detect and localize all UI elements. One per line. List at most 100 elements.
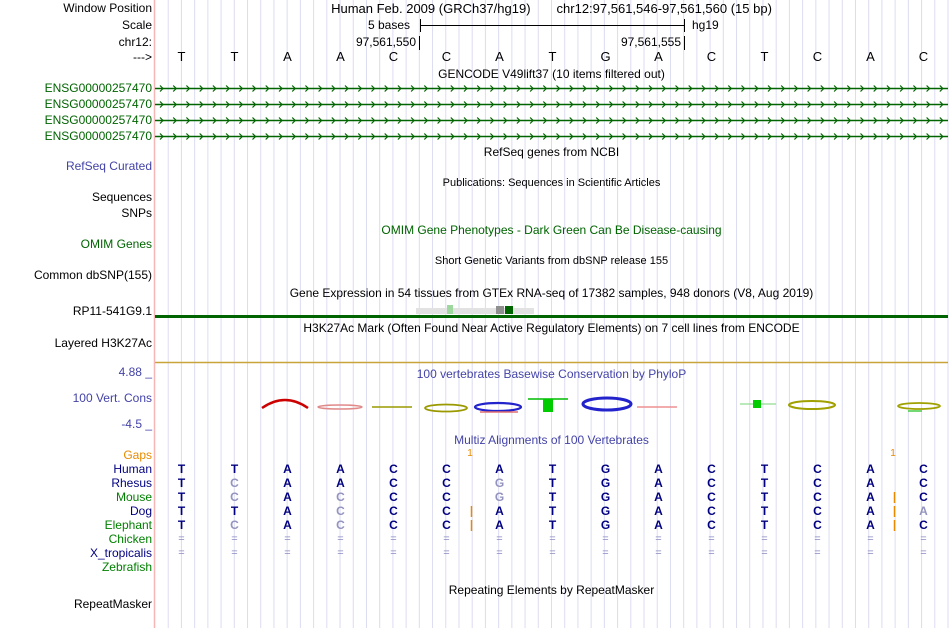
gene-label[interactable]: ENSG00000257470 bbox=[44, 81, 152, 95]
alignment-base: C bbox=[707, 462, 716, 476]
alignment-base: T bbox=[548, 476, 557, 490]
alignment-base: = bbox=[814, 547, 821, 559]
alignment-base: G bbox=[600, 462, 611, 476]
sequence-base: C bbox=[812, 49, 823, 64]
species-label-mouse[interactable]: Mouse bbox=[115, 490, 152, 504]
sequence-base: T bbox=[760, 49, 769, 64]
gene-label[interactable]: ENSG00000257470 bbox=[44, 97, 152, 111]
common-dbsnp-label[interactable]: Common dbSNP(155) bbox=[33, 268, 152, 282]
alignment-base: = bbox=[284, 533, 291, 545]
species-label-chicken[interactable]: Chicken bbox=[108, 532, 152, 546]
alignment-base: A bbox=[866, 462, 875, 476]
sequence-base: A bbox=[866, 49, 875, 64]
species-label-elephant[interactable]: Elephant bbox=[104, 518, 152, 532]
alignment-base: = bbox=[231, 533, 238, 545]
scale-value: 5 bases bbox=[367, 18, 410, 32]
gencode-track-title: GENCODE V49lift37 (10 items filtered out… bbox=[438, 67, 665, 81]
alignment-base: C bbox=[336, 490, 345, 504]
alignment-base: C bbox=[919, 518, 928, 532]
alignment-base: C bbox=[230, 476, 239, 490]
alignment-base: T bbox=[230, 462, 239, 476]
alignment-base: = bbox=[390, 533, 397, 545]
alignment-base: = bbox=[867, 547, 874, 559]
phylop-track-title: 100 vertebrates Basewise Conservation by… bbox=[416, 367, 687, 381]
dbsnp-track-title: Short Genetic Variants from dbSNP releas… bbox=[434, 255, 669, 267]
alignment-base: C bbox=[919, 490, 928, 504]
alignment-base: = bbox=[708, 533, 715, 545]
gap-insertion-count: 1 bbox=[467, 448, 473, 459]
alignment-base: = bbox=[761, 533, 768, 545]
alignment-base: = bbox=[655, 547, 662, 559]
alignment-base: T bbox=[760, 476, 769, 490]
layered-h3k27ac-label[interactable]: Layered H3K27Ac bbox=[54, 336, 152, 350]
alignment-base: = bbox=[178, 533, 185, 545]
sequence-base: G bbox=[600, 49, 611, 64]
alignment-base: T bbox=[177, 504, 186, 518]
alignment-base: A bbox=[283, 462, 292, 476]
alignment-base: C bbox=[707, 490, 716, 504]
alignment-base: C bbox=[442, 518, 451, 532]
alignment-base: C bbox=[919, 476, 928, 490]
alignment-base: C bbox=[707, 504, 716, 518]
gaps-label[interactable]: Gaps bbox=[123, 448, 152, 462]
alignment-base: = bbox=[178, 547, 185, 559]
sequences-label[interactable]: Sequences bbox=[91, 190, 152, 204]
sequence-base: C bbox=[388, 49, 399, 64]
alignment-base: C bbox=[336, 504, 345, 518]
species-label-rhesus[interactable]: Rhesus bbox=[111, 476, 152, 490]
alignment-base: T bbox=[760, 462, 769, 476]
alignment-base: G bbox=[494, 476, 505, 490]
species-label-dog[interactable]: Dog bbox=[129, 504, 152, 518]
alignment-base: A bbox=[283, 490, 292, 504]
sequence-base: C bbox=[441, 49, 452, 64]
species-label-x_tropicalis[interactable]: X_tropicalis bbox=[89, 546, 152, 560]
sequence-base: A bbox=[654, 49, 663, 64]
refseq-curated-label[interactable]: RefSeq Curated bbox=[65, 159, 152, 173]
alignment-base: A bbox=[283, 504, 292, 518]
sequence-base: A bbox=[336, 49, 345, 64]
alignment-base: A bbox=[336, 462, 345, 476]
vert-cons-label[interactable]: 100 Vert. Cons bbox=[72, 391, 152, 405]
gene-label[interactable]: ENSG00000257470 bbox=[44, 129, 152, 143]
alignment-base: C bbox=[389, 476, 398, 490]
alignment-base: G bbox=[600, 476, 611, 490]
phylop-min-value: -4.5 _ bbox=[121, 417, 152, 431]
species-label-zebrafish[interactable]: Zebrafish bbox=[101, 560, 152, 574]
alignment-base: = bbox=[496, 547, 503, 559]
alignment-base: C bbox=[442, 490, 451, 504]
alignment-base: C bbox=[336, 518, 345, 532]
refseq-track-title: RefSeq genes from NCBI bbox=[483, 145, 620, 159]
gtex-gene-label[interactable]: RP11-541G9.1 bbox=[72, 304, 152, 318]
sequence-base: A bbox=[283, 49, 292, 64]
species-label-human[interactable]: Human bbox=[113, 462, 152, 476]
alignment-base: A bbox=[495, 462, 504, 476]
alignment-base: A bbox=[283, 476, 292, 490]
coordinate-right: 97,561,555 bbox=[620, 35, 681, 49]
alignment-base: A bbox=[866, 476, 875, 490]
sequence-base: T bbox=[177, 49, 186, 64]
alignment-base: = bbox=[761, 547, 768, 559]
alignment-base: T bbox=[177, 476, 186, 490]
alignment-base: = bbox=[496, 533, 503, 545]
phylop-max-value: 4.88 _ bbox=[118, 365, 152, 379]
alignment-base: T bbox=[548, 504, 557, 518]
alignment-base: A bbox=[919, 504, 928, 518]
alignment-base: A bbox=[336, 476, 345, 490]
alignment-base: G bbox=[600, 518, 611, 532]
alignment-base: T bbox=[177, 490, 186, 504]
omim-genes-label[interactable]: OMIM Genes bbox=[80, 237, 152, 251]
alignment-base: = bbox=[549, 533, 556, 545]
alignment-base: T bbox=[548, 490, 557, 504]
repeatmasker-label[interactable]: RepeatMasker bbox=[73, 597, 152, 611]
alignment-base: T bbox=[177, 518, 186, 532]
gene-label[interactable]: ENSG00000257470 bbox=[44, 113, 152, 127]
sequence-base: C bbox=[918, 49, 929, 64]
alignment-base: A bbox=[654, 462, 663, 476]
sequence-base: T bbox=[230, 49, 239, 64]
alignment-base: C bbox=[813, 504, 822, 518]
alignment-base: = bbox=[390, 547, 397, 559]
coordinate-left: 97,561,550 bbox=[355, 35, 416, 49]
alignment-base: C bbox=[442, 462, 451, 476]
snps-label[interactable]: SNPs bbox=[121, 206, 152, 220]
